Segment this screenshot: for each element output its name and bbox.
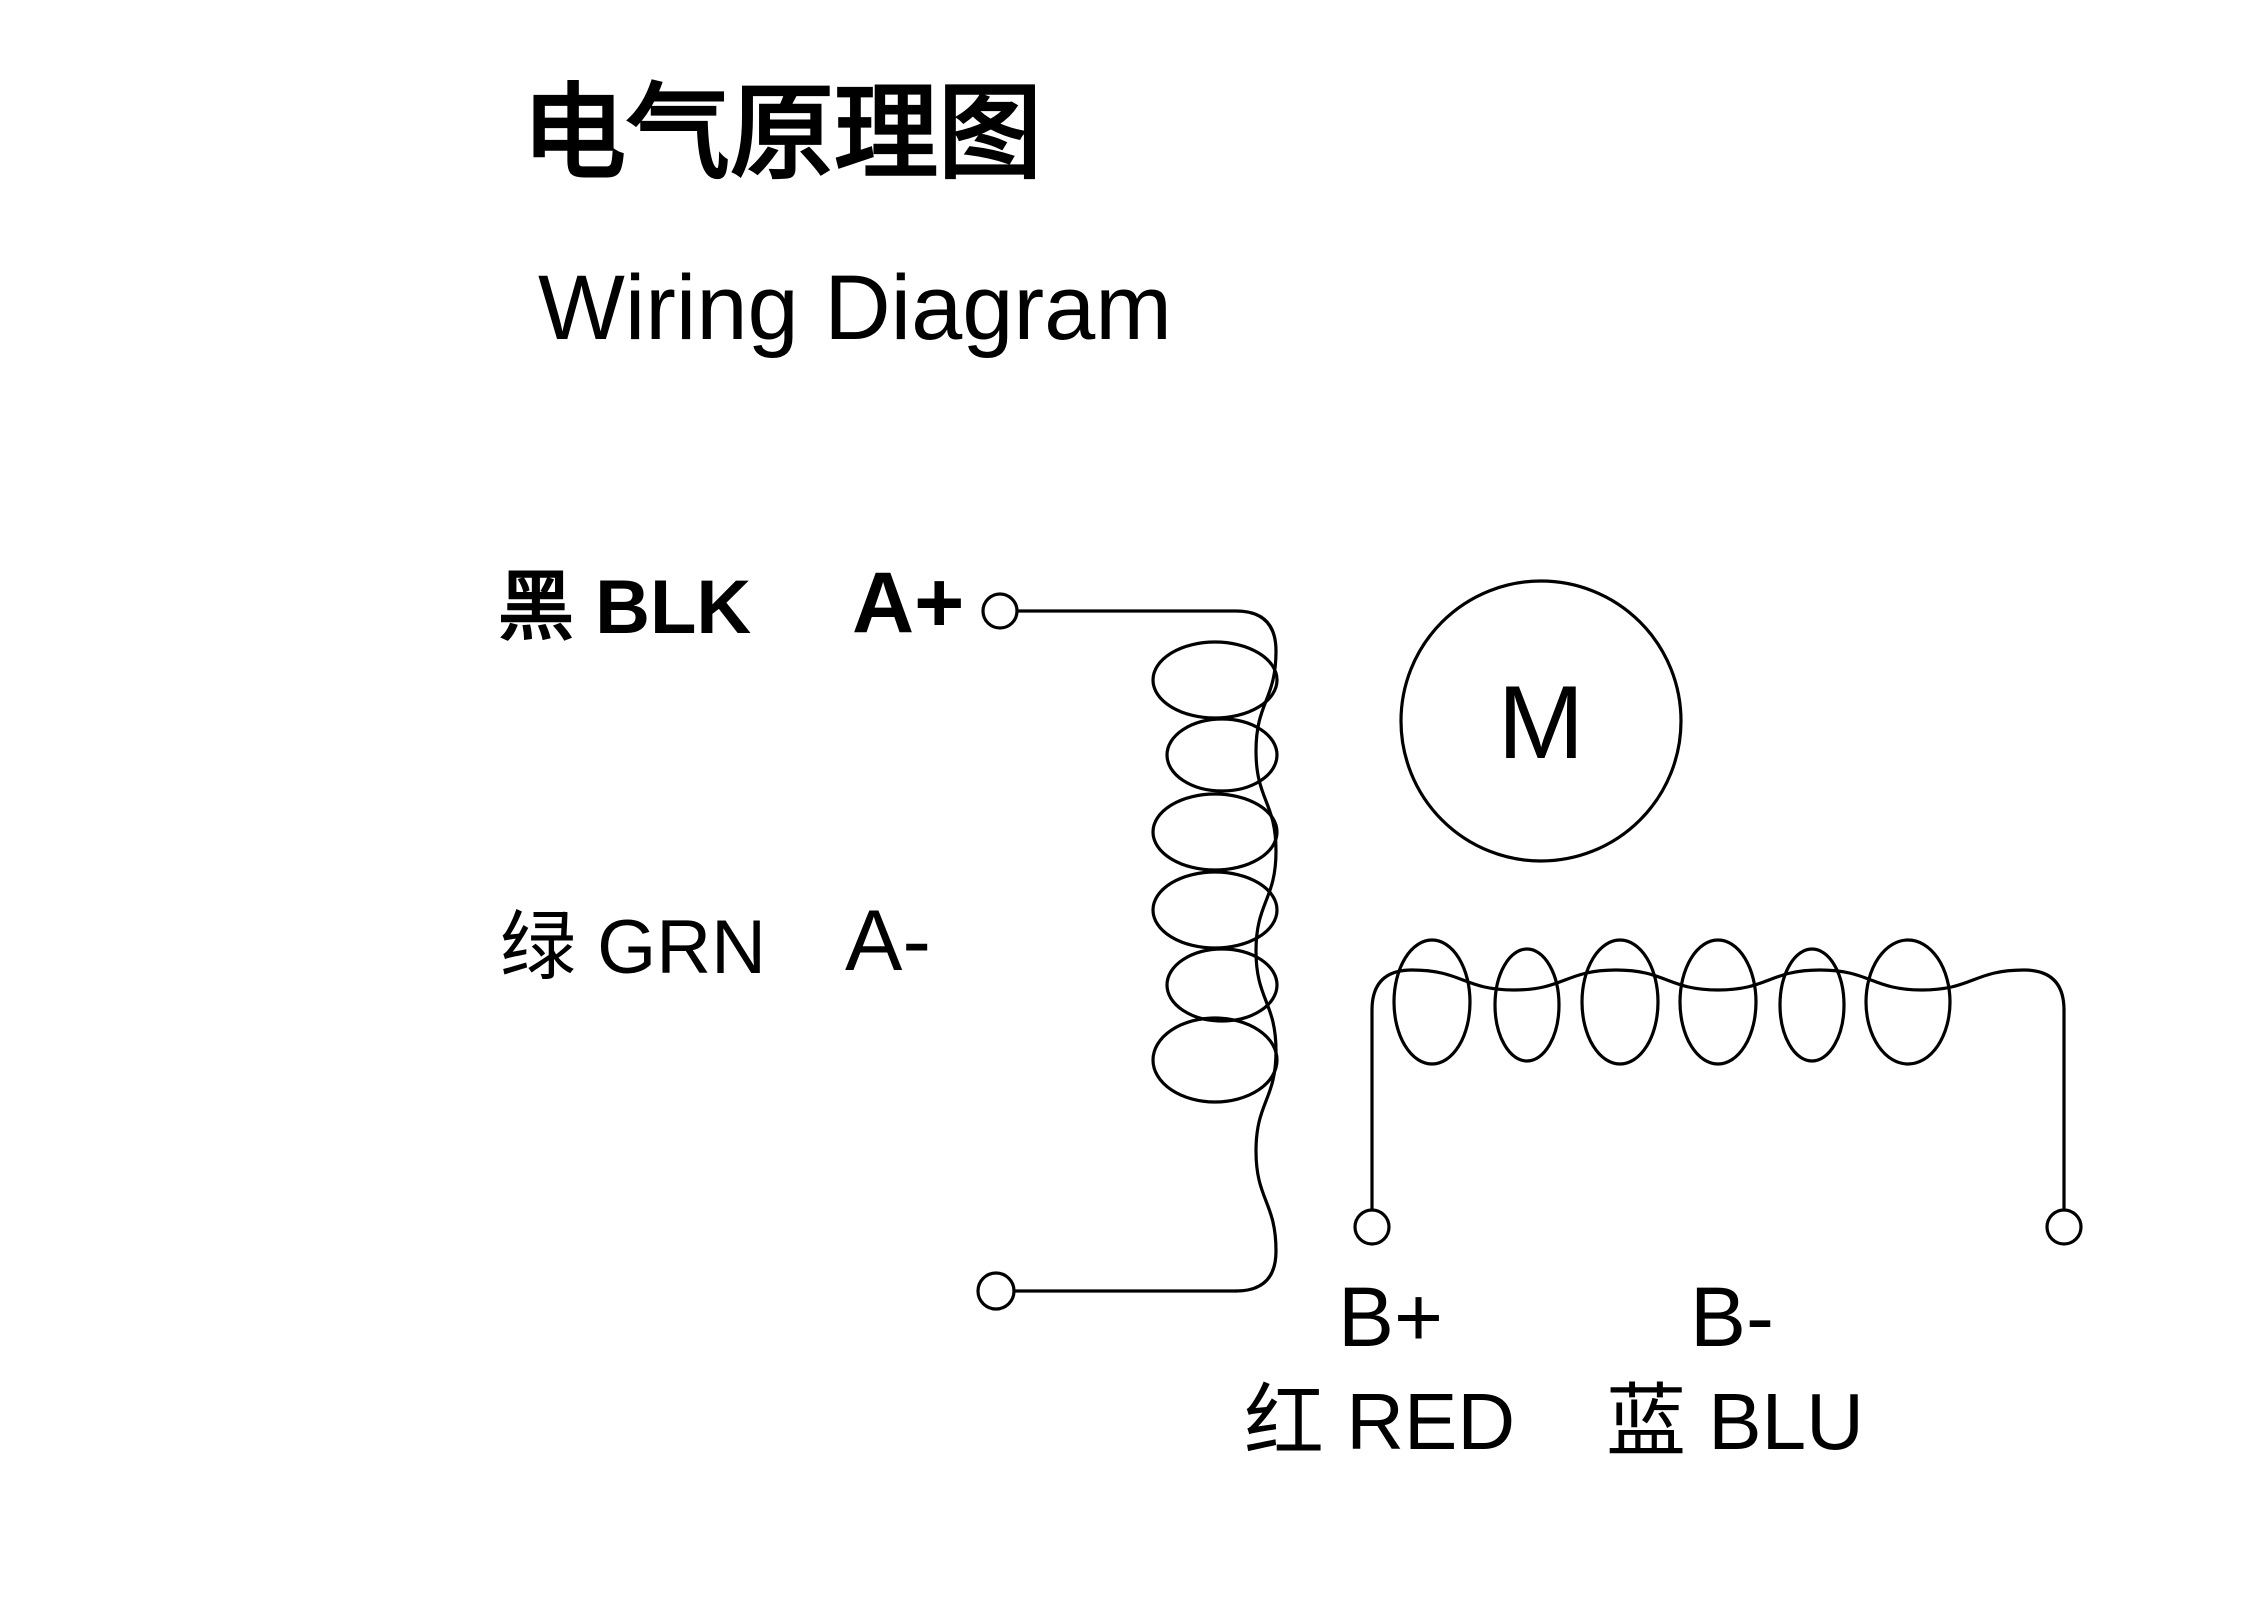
label-wire-color-a-minus: 绿 GRN (500, 905, 766, 990)
phase-b-winding (1370, 938, 2066, 1212)
phase-a-turn-5 (1165, 947, 1279, 1023)
motor-symbol: M (1399, 579, 1683, 863)
label-pin-a-minus: A- (845, 893, 931, 989)
phase-b-plus-lead (1370, 968, 1414, 1212)
phase-b-turn-4 (1678, 938, 1758, 1066)
label-pin-b-plus: B+ (1338, 1270, 1444, 1364)
phase-a-turn-1 (1151, 640, 1279, 720)
phase-b-turn-3 (1580, 938, 1660, 1066)
phase-a-turn-6 (1151, 1016, 1279, 1104)
phase-b-turn-2 (1493, 947, 1561, 1063)
phase-a-winding (1011, 609, 1279, 1293)
label-wire-color-b-minus: 蓝 BLU (1606, 1377, 1864, 1466)
phase-a-plus-lead (1016, 609, 1278, 653)
motor-circle (1399, 579, 1683, 863)
label-wire-color-a-plus: 黑 BLK (498, 565, 752, 650)
phase-b-coil-spine (1410, 968, 2066, 1012)
label-pin-b-minus: B- (1690, 1270, 1774, 1364)
phase-a-turn-3 (1151, 792, 1279, 872)
page-title-chinese: 电气原理图 (522, 76, 1043, 192)
label-pin-a-plus: A+ (852, 555, 965, 651)
terminal-a-plus[interactable] (981, 592, 1019, 630)
label-wire-color-b-plus: 红 RED (1244, 1377, 1516, 1466)
motor-label: M (1498, 665, 1585, 781)
phase-b-turn-6 (1864, 938, 1952, 1066)
phase-a-turn-2 (1165, 717, 1279, 793)
terminal-a-minus[interactable] (976, 1271, 1016, 1311)
phase-b-turn-5 (1778, 947, 1846, 1063)
phase-b-turn-1 (1392, 938, 1472, 1066)
phase-a-coil-spine (1234, 649, 1278, 1293)
phase-a-turn-4 (1151, 870, 1279, 950)
page-title-english: Wiring Diagram (538, 257, 1172, 359)
terminal-b-plus[interactable] (1353, 1208, 1391, 1246)
terminal-b-minus[interactable] (2045, 1208, 2083, 1246)
